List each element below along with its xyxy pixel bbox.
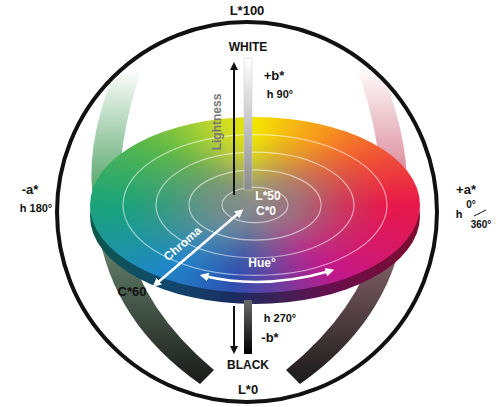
- axis-name: -a*: [22, 183, 39, 197]
- fraction-slash: [474, 210, 486, 216]
- hue-angle: 360°: [471, 219, 492, 230]
- chroma-arrow: [156, 212, 240, 284]
- axis-name: +a*: [456, 183, 476, 197]
- center-value: C*0: [256, 205, 276, 218]
- hue-angle: h 90°: [267, 88, 293, 100]
- hue-angle: 0°: [466, 199, 476, 210]
- hue-angle: h: [456, 208, 463, 220]
- chroma-value: C*60: [118, 285, 147, 299]
- axis-title: Lightness: [211, 94, 224, 151]
- lightness-bar-top: [244, 58, 252, 190]
- axis-name: +b*: [264, 69, 285, 83]
- axis-title: Hue°: [248, 257, 275, 270]
- lightness-bar-bottom: [244, 300, 252, 354]
- axis-name: -b*: [261, 331, 278, 345]
- chroma-rings: [123, 135, 387, 276]
- hue-arrow: [204, 271, 330, 282]
- axis-value: L*0: [238, 383, 258, 397]
- sphere-outline: [57, 22, 437, 402]
- pole-label: WHITE: [229, 41, 268, 54]
- axis-value: L*100: [230, 4, 265, 18]
- center-value: L*50: [255, 190, 280, 203]
- pole-label: BLACK: [227, 359, 269, 372]
- lightness-arrow-down: [233, 306, 235, 350]
- lightness-arrow-up: [233, 66, 235, 195]
- hue-angle: h 180°: [20, 202, 53, 214]
- hue-angle: h 270°: [264, 312, 297, 324]
